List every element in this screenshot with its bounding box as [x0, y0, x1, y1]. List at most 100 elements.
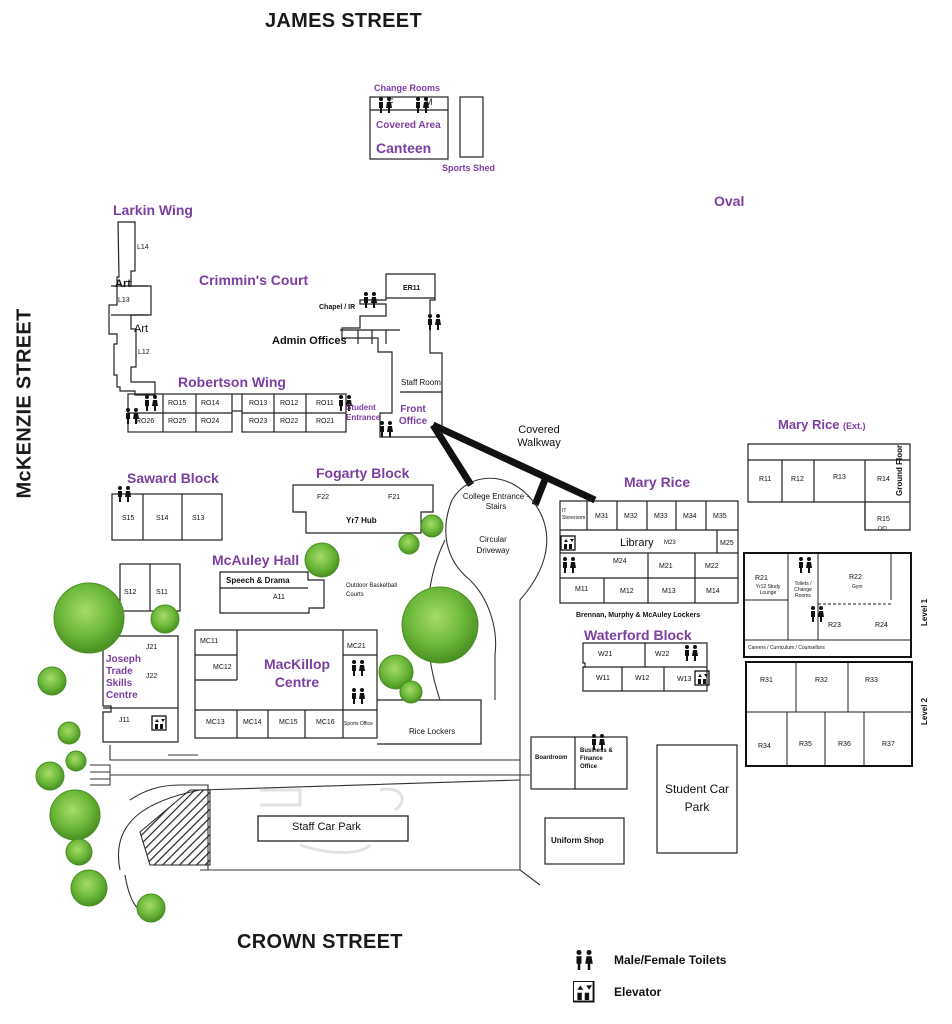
room-r33: R33	[865, 677, 878, 684]
room-r12: R12	[791, 476, 804, 483]
label-mary-rice-ext-name: Mary Rice	[778, 417, 840, 432]
label-library: Library	[620, 537, 654, 549]
room-m21: M21	[659, 563, 673, 570]
label-mary-rice-ext-suffix: (Ext.)	[843, 421, 866, 431]
label-mcauley-hall: McAuley Hall	[212, 552, 300, 568]
label-level1: Level 1	[920, 598, 929, 626]
label-lockers-bma: Brennan, Murphy & McAuley Lockers	[576, 612, 701, 619]
label-art-lower: Art	[134, 323, 149, 335]
admin-building	[341, 273, 443, 438]
room-f22: F22	[317, 494, 330, 501]
label-business-finance: Business & Finance Office	[580, 748, 613, 770]
label-toilets-change: Toilets / Change Rooms	[794, 581, 812, 599]
label-oval: Oval	[714, 193, 745, 209]
room-mc14: MC14	[243, 719, 262, 726]
room-ro15: RO15	[168, 400, 187, 407]
room-ro25: RO25	[168, 418, 187, 425]
label-uniform-shop: Uniform Shop	[551, 836, 604, 845]
room-er11: ER11	[403, 285, 421, 292]
room-mc16: MC16	[316, 719, 335, 726]
label-canteen: Canteen	[376, 140, 432, 156]
room-r24: R24	[875, 622, 888, 629]
label-od: O/D	[878, 526, 887, 532]
room-r11: R11	[759, 476, 772, 483]
fogarty-block-building	[292, 484, 434, 534]
label-student-car-park: Student Car Park	[664, 782, 730, 814]
room-l14: L14	[137, 244, 149, 251]
label-staff-room: Staff Room	[401, 378, 441, 387]
room-m14: M14	[706, 588, 720, 595]
label-waterford-block: Waterford Block	[584, 627, 692, 643]
label-change-rooms: Change Rooms	[374, 83, 441, 93]
label-toilet-m: M	[425, 97, 433, 107]
room-j21: J21	[146, 644, 158, 651]
label-sports-shed: Sports Shed	[442, 163, 496, 173]
label-front-office: Front Office	[398, 404, 428, 427]
room-r22: R22	[849, 574, 862, 581]
room-w13: W13	[677, 676, 692, 683]
room-r32: R32	[815, 677, 828, 684]
room-m23: M23	[664, 540, 676, 546]
label-admin-offices: Admin Offices	[272, 335, 347, 347]
room-mc13: MC13	[206, 719, 225, 726]
legend-toilets: Male/Female Toilets	[572, 948, 726, 972]
label-larkin-wing: Larkin Wing	[113, 202, 193, 218]
staff-car-park-box	[257, 815, 409, 842]
room-w11: W11	[596, 675, 610, 682]
room-ro26: RO26	[136, 418, 155, 425]
label-fogarty-block: Fogarty Block	[316, 465, 410, 481]
room-ro12: RO12	[280, 400, 299, 407]
label-rice-lockers: Rice Lockers	[409, 727, 456, 736]
label-gym: Gym	[852, 584, 863, 590]
room-l12: L12	[138, 349, 150, 356]
room-r14: R14	[877, 476, 890, 483]
boardroom-building	[530, 736, 628, 790]
legend-elevator-label: Elevator	[614, 985, 662, 999]
room-s15: S15	[122, 515, 135, 522]
room-mc21: MC21	[347, 643, 366, 650]
label-sports-office: Sports Office	[344, 721, 373, 727]
label-college-entrance: College Entrance - Stairs	[462, 492, 530, 511]
label-yr7-hub: Yr7 Hub	[346, 516, 377, 525]
room-ro13: RO13	[249, 400, 268, 407]
mary-rice-ext-level1	[743, 552, 912, 658]
label-careers: Careers / Curriculum / Counsellors	[748, 645, 825, 651]
room-m22: M22	[705, 563, 719, 570]
room-w12: W12	[635, 675, 650, 682]
room-r35: R35	[799, 741, 812, 748]
label-level2: Level 2	[920, 697, 929, 725]
room-j22: J22	[146, 673, 158, 680]
mcauley-hall-building	[219, 571, 325, 614]
room-r36: R36	[838, 741, 851, 748]
rice-lockers-building	[377, 699, 482, 745]
hatched-area	[139, 789, 211, 866]
street-crown: CROWN STREET	[237, 931, 403, 953]
trees	[35, 514, 479, 923]
room-m35: M35	[713, 513, 727, 520]
saward-block-building	[111, 493, 223, 541]
elevator-icon	[572, 980, 596, 1004]
label-circular-driveway: Circular Driveway	[476, 535, 510, 555]
room-s12: S12	[124, 589, 137, 596]
mackillop-centre-building	[194, 629, 378, 739]
room-r34: R34	[758, 743, 771, 750]
room-ro11: RO11	[316, 400, 334, 407]
room-ro24: RO24	[201, 418, 220, 425]
room-w22: W22	[655, 651, 670, 658]
room-ro14: RO14	[201, 400, 220, 407]
label-student-entrance: Student Entrance	[346, 403, 381, 422]
label-saward-block: Saward Block	[127, 470, 219, 486]
canteen-building	[369, 96, 449, 160]
label-crimmins-court: Crimmin's Court	[199, 272, 309, 288]
room-m32: M32	[624, 513, 638, 520]
room-m11: M11	[575, 586, 589, 593]
label-joseph-trade: Joseph Trade Skills Centre	[106, 654, 142, 701]
street-james: JAMES STREET	[265, 10, 422, 32]
room-mc11: MC11	[200, 638, 219, 645]
label-covered-walkway: Covered Walkway	[517, 424, 561, 449]
street-mckenzie: McKENZIE STREET	[13, 308, 36, 499]
uniform-shop-building	[544, 817, 625, 865]
room-m33: M33	[654, 513, 668, 520]
toilets-icon	[572, 948, 596, 972]
